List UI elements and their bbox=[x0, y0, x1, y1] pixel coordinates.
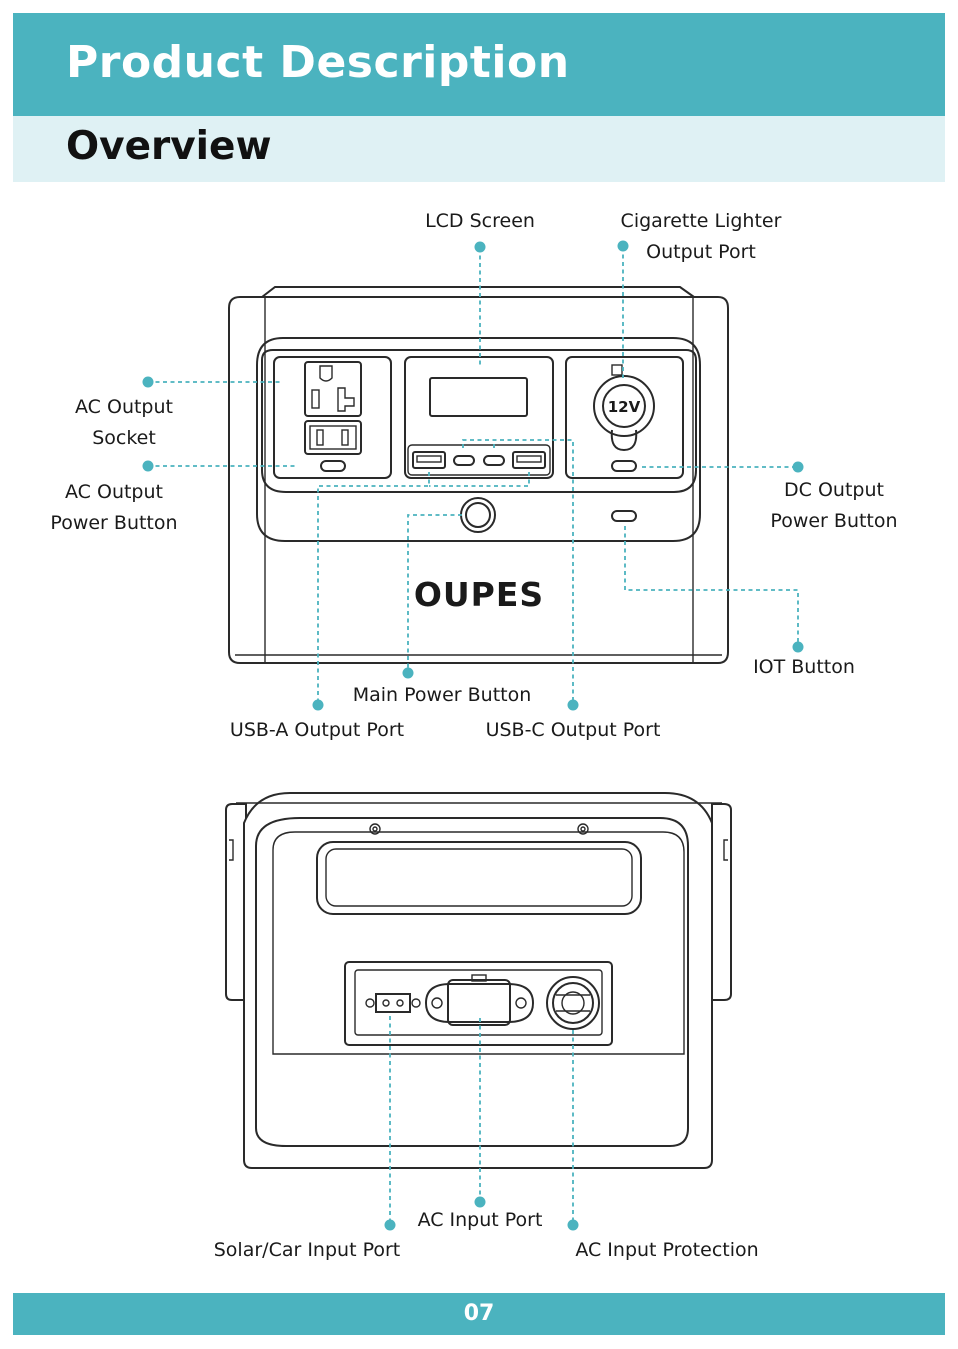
label-iot-button: IOT Button bbox=[734, 652, 874, 683]
label-ac-output-power-button-line2: Power Button bbox=[34, 508, 194, 539]
label-solar-car-input-port: Solar/Car Input Port bbox=[196, 1235, 418, 1266]
footer-bar: 07 bbox=[13, 1293, 945, 1335]
back-view bbox=[226, 793, 731, 1168]
label-ac-output-power-button-line1: AC Output bbox=[34, 477, 194, 508]
label-usb-c-output-port: USB-C Output Port bbox=[468, 715, 678, 746]
page-number: 07 bbox=[13, 1301, 945, 1326]
label-cigarette-lighter-line2: Output Port bbox=[601, 237, 801, 268]
label-ac-output-socket-line1: AC Output bbox=[44, 392, 204, 423]
label-cigarette-lighter-line1: Cigarette Lighter bbox=[601, 206, 801, 237]
brand-logo: OUPES bbox=[414, 575, 544, 614]
label-ac-input-protection: AC Input Protection bbox=[562, 1235, 772, 1266]
label-lcd-screen: LCD Screen bbox=[400, 206, 560, 237]
label-dc-output-power-button-line1: DC Output bbox=[754, 475, 914, 506]
label-ac-output-socket-line2: Socket bbox=[44, 423, 204, 454]
dc-voltage-label: 12V bbox=[608, 398, 641, 416]
label-ac-input-port: AC Input Port bbox=[395, 1205, 565, 1236]
label-dc-output-power-button-line2: Power Button bbox=[754, 506, 914, 537]
label-usb-a-output-port: USB-A Output Port bbox=[212, 715, 422, 746]
label-main-power-button: Main Power Button bbox=[342, 680, 542, 711]
front-view: 12V OUPES bbox=[229, 287, 728, 663]
